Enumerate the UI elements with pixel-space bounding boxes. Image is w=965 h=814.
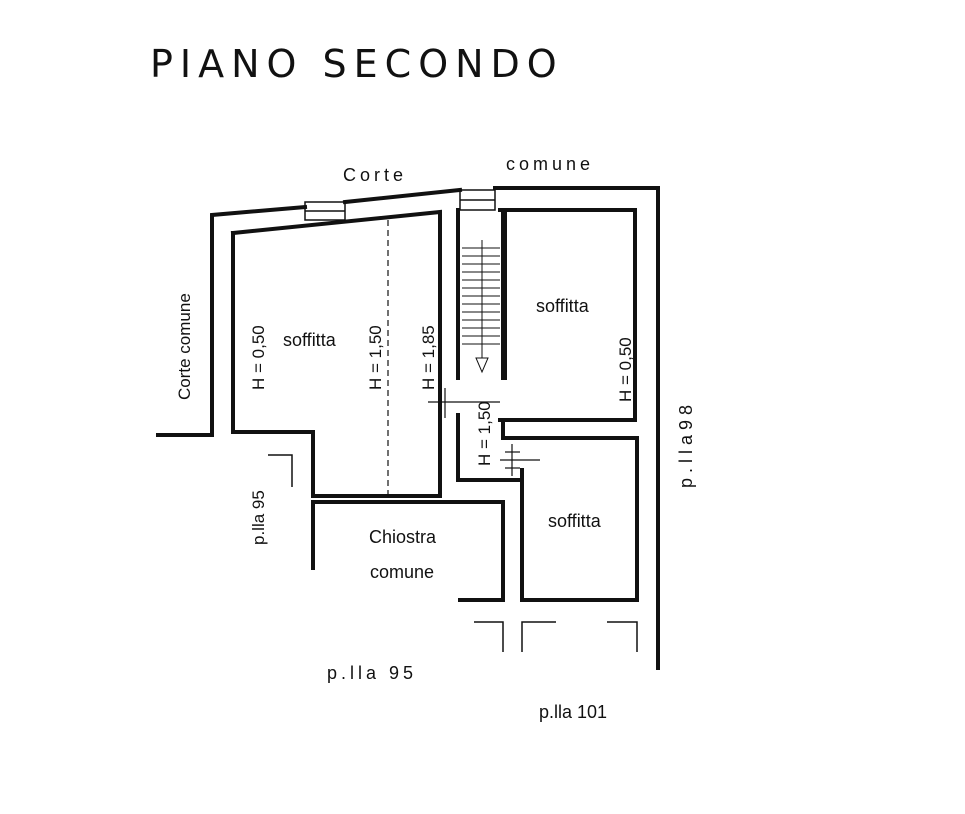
stair-treads xyxy=(462,240,500,374)
label-comune-top: comune xyxy=(506,154,594,174)
label-h185: H = 1,85 xyxy=(419,325,438,390)
right-top-room-wall xyxy=(498,208,637,422)
section-markers xyxy=(428,388,540,476)
label-h050-left: H = 0,50 xyxy=(249,325,268,390)
boundary-marks xyxy=(268,454,638,652)
label-h050-right: H = 0,50 xyxy=(616,337,635,402)
label-chiostra-line1: Chiostra xyxy=(369,527,437,547)
label-plla95-bottom: p.lla 95 xyxy=(327,663,417,683)
label-corte-comune-side: Corte comune xyxy=(175,293,194,400)
outer-wall-left xyxy=(156,204,308,437)
label-h150-stair: H = 1,50 xyxy=(475,401,494,466)
plan-title: PIANO SECONDO xyxy=(150,42,564,86)
chiostra-wall xyxy=(311,500,505,602)
label-plla95-side: p.lla 95 xyxy=(249,490,268,545)
top-window xyxy=(304,201,346,221)
right-bottom-room-wall xyxy=(501,418,639,602)
label-soffitta-left: soffitta xyxy=(283,330,337,350)
label-h150-center: H = 1,50 xyxy=(366,325,385,390)
label-chiostra-line2: comune xyxy=(370,562,434,582)
label-plla98: p . l l a 9 8 xyxy=(676,405,696,488)
stair-opening xyxy=(459,189,496,211)
outer-wall-top-a xyxy=(342,187,463,205)
label-corte: Corte xyxy=(343,165,407,185)
label-soffitta-right-top: soffitta xyxy=(536,296,590,316)
walls xyxy=(156,186,660,670)
label-soffitta-right-bottom: soffitta xyxy=(548,511,602,531)
label-plla101: p.lla 101 xyxy=(539,702,607,722)
left-room-wall xyxy=(230,209,442,498)
